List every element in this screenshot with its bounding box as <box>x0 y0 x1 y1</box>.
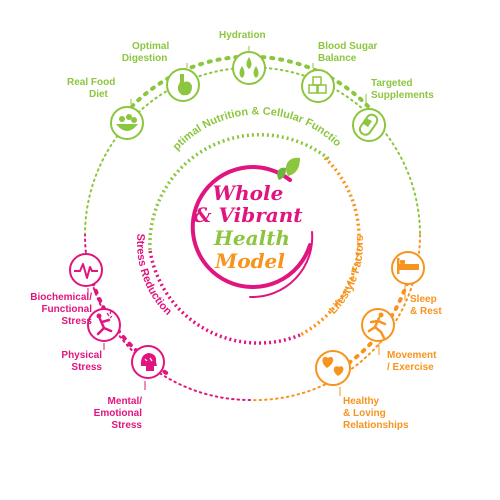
capsule-icon <box>352 108 386 142</box>
center-swirl <box>190 157 314 299</box>
center-title-line4: Model <box>214 249 285 273</box>
heartbeat-icon <box>69 253 103 287</box>
arc-label-lifestyle: Lifestyle Factors <box>327 235 366 317</box>
outer-ring-orange <box>249 234 421 402</box>
inner-arc-magenta <box>148 249 301 345</box>
injury-icon <box>87 308 121 342</box>
water-drops-icon <box>232 51 266 85</box>
stomach-icon <box>166 68 200 102</box>
arc-label-stress: Stress Reduction <box>134 233 174 318</box>
label-mental-emotional-stress: Mental/ Emotional Stress <box>93 396 142 431</box>
stressed-head-icon <box>131 345 165 379</box>
bed-icon <box>391 251 425 285</box>
label-targeted-supplements: Targeted Supplements <box>371 78 434 101</box>
stress-leaders <box>87 288 146 390</box>
label-healthy-relationships: Healthy & Loving Relationships <box>343 396 409 431</box>
label-sleep-rest: Sleep & Rest <box>410 294 442 317</box>
sugar-cubes-icon <box>301 69 335 103</box>
lifestyle-leaders <box>339 286 406 396</box>
running-icon <box>361 308 395 342</box>
label-movement-exercise: Movement / Exercise <box>387 350 437 373</box>
label-biochemical-stress: Biochemical/ Functional Stress <box>30 292 92 327</box>
label-real-food-diet: Real Food Diet <box>67 77 116 100</box>
leaf-icon <box>285 157 300 176</box>
nutrition-leaders <box>130 46 367 107</box>
center-title-line1: Whole <box>213 181 284 205</box>
label-hydration: Hydration <box>219 30 266 41</box>
salad-bowl-icon <box>110 106 144 140</box>
center-title-line2: & Vibrant <box>193 203 303 227</box>
hearts-icon <box>315 350 351 386</box>
label-physical-stress: Physical Stress <box>61 350 102 373</box>
label-blood-sugar-balance: Blood Sugar Balance <box>318 41 378 64</box>
center-title-line3: Health <box>213 226 290 250</box>
inner-arc-green <box>148 133 332 251</box>
label-optimal-digestion: Optimal Digestion <box>121 41 170 64</box>
